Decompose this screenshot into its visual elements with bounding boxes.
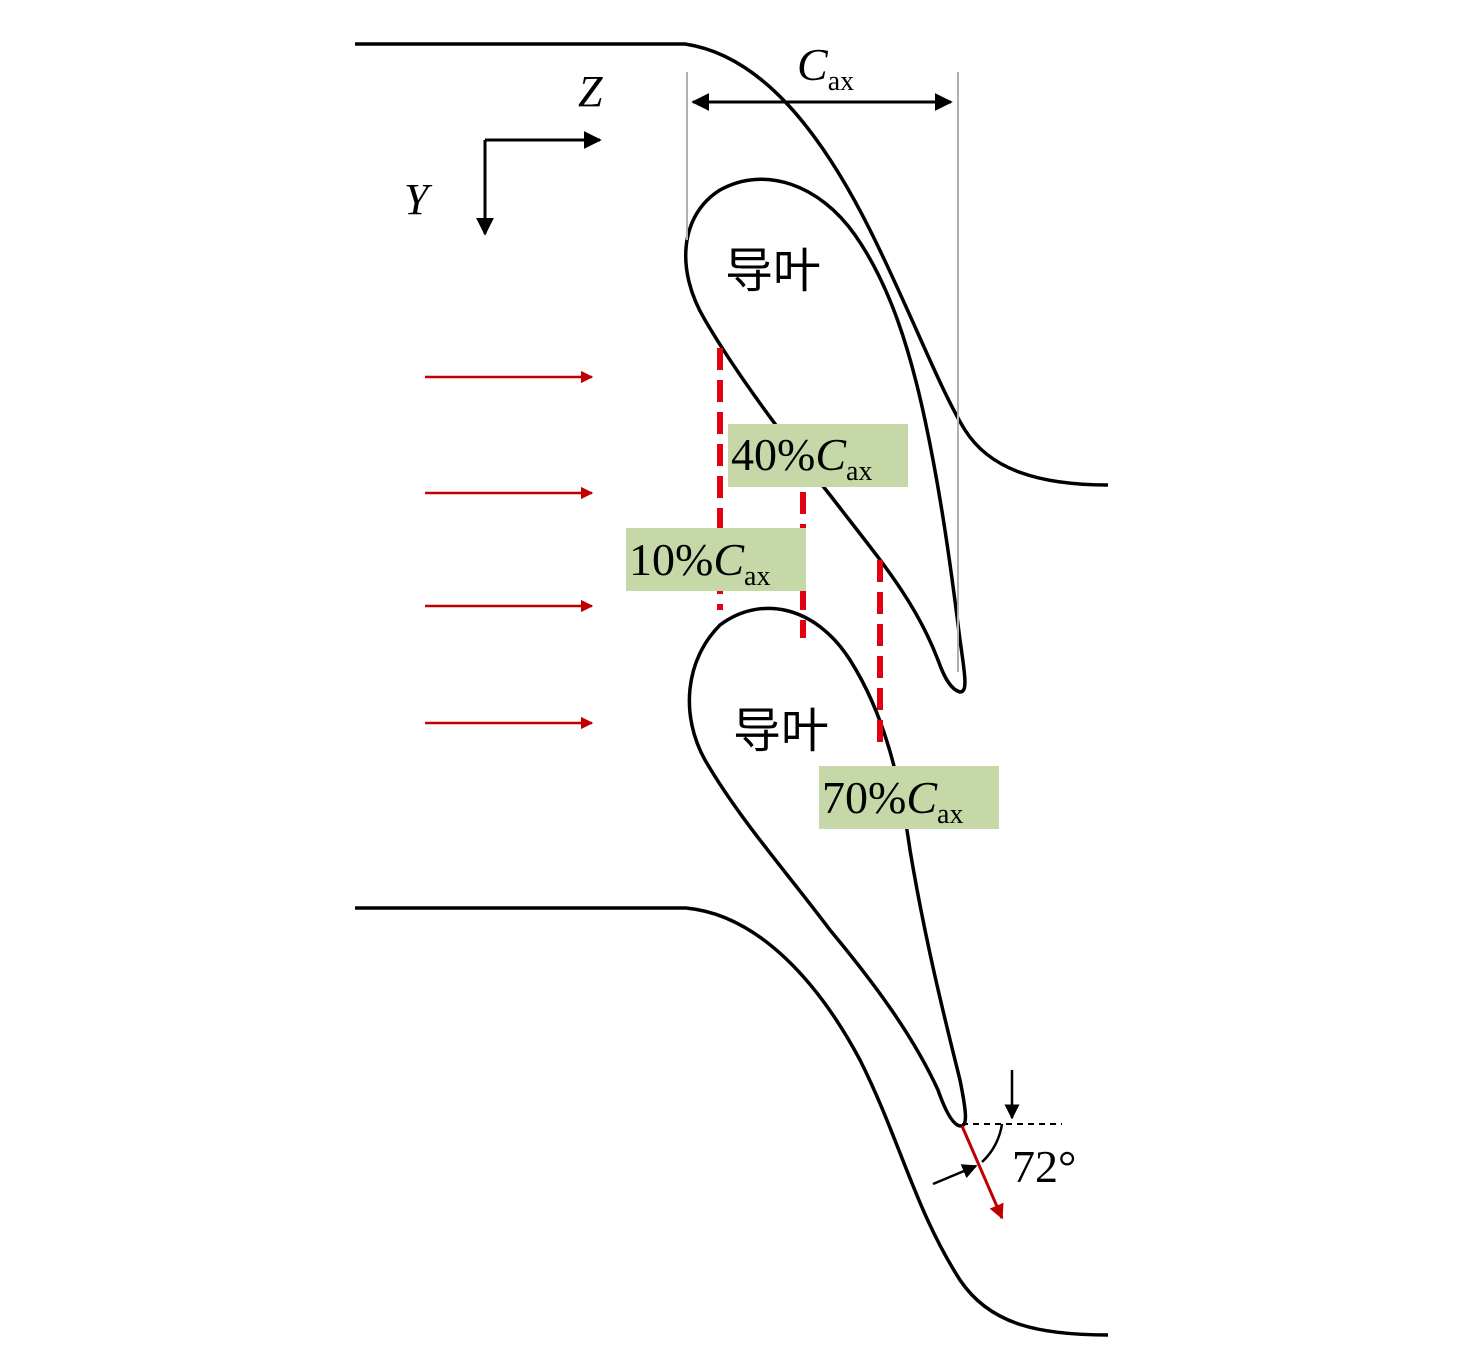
lower-vane-label: 导叶 bbox=[733, 703, 829, 759]
station-subscript: ax bbox=[937, 799, 963, 830]
station-subscript: ax bbox=[846, 456, 872, 487]
axial-chord-symbol: C bbox=[797, 39, 829, 90]
station-percent: 10% bbox=[629, 534, 713, 585]
upper-guide-vane-outline bbox=[684, 177, 967, 694]
inlet-flow-arrows bbox=[425, 370, 594, 730]
station-label-10pct: 10%Cax bbox=[626, 528, 806, 592]
station-label-box bbox=[819, 766, 999, 829]
station-label-box bbox=[728, 424, 908, 487]
station-subscript: ax bbox=[744, 561, 770, 592]
station-label-text: 40%Cax bbox=[731, 429, 872, 487]
axial-chord-subscript: ax bbox=[828, 66, 854, 97]
z-axis-label: Z bbox=[578, 67, 603, 116]
station-label-text: 70%Cax bbox=[822, 772, 963, 830]
lower-guide-vane-outline bbox=[687, 606, 968, 1128]
station-symbol: C bbox=[713, 534, 745, 585]
outlet-flow-arrow bbox=[960, 1125, 1004, 1220]
station-label-box bbox=[626, 528, 806, 591]
station-label-70pct: 70%Cax bbox=[819, 766, 999, 830]
station-symbol: C bbox=[906, 772, 938, 823]
station-label-40pct: 40%Cax bbox=[728, 424, 908, 487]
upper-endwall-line bbox=[355, 42, 1109, 487]
axial-chord-label: Cax bbox=[797, 39, 854, 97]
station-percent: 70% bbox=[822, 772, 906, 823]
angle-indicator-arrow-bottom bbox=[932, 1164, 978, 1186]
angle-arc bbox=[981, 1123, 1004, 1163]
outlet-angle-annotation: 72° bbox=[932, 1070, 1076, 1220]
station-percent: 40% bbox=[731, 429, 815, 480]
outlet-angle-label: 72° bbox=[1012, 1141, 1076, 1192]
lower-endwall-line bbox=[355, 906, 1109, 1337]
station-label-text: 10%Cax bbox=[629, 534, 770, 592]
y-axis-label: Y bbox=[404, 175, 433, 224]
station-symbol: C bbox=[815, 429, 847, 480]
upper-vane-label: 导叶 bbox=[725, 243, 821, 299]
